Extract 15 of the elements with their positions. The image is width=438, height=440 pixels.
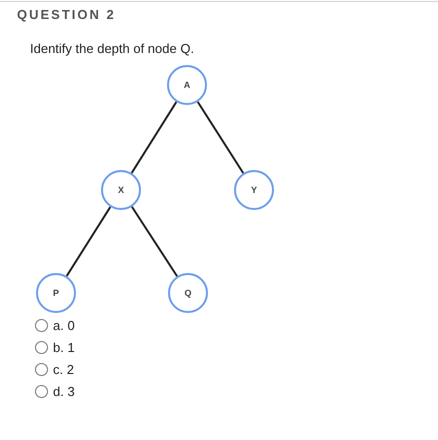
answer-option: c. 2 xyxy=(53,362,74,377)
tree-edge xyxy=(196,101,244,174)
tree-edge xyxy=(131,206,178,277)
tree-node: A xyxy=(167,65,207,105)
question-heading: QUESTION 2 xyxy=(17,7,116,22)
answer-option: a. 0 xyxy=(53,318,75,333)
answer-option: b. 1 xyxy=(53,340,75,355)
question-text: Identify the depth of node Q. xyxy=(30,41,194,56)
answer-option: d. 3 xyxy=(53,384,75,399)
tree-node: X xyxy=(101,170,141,210)
tree-node: Y xyxy=(234,170,274,210)
tree-edge xyxy=(130,101,178,174)
tree-node: Q xyxy=(168,273,208,313)
tree-node: P xyxy=(36,273,76,313)
tree-edge xyxy=(66,206,112,277)
